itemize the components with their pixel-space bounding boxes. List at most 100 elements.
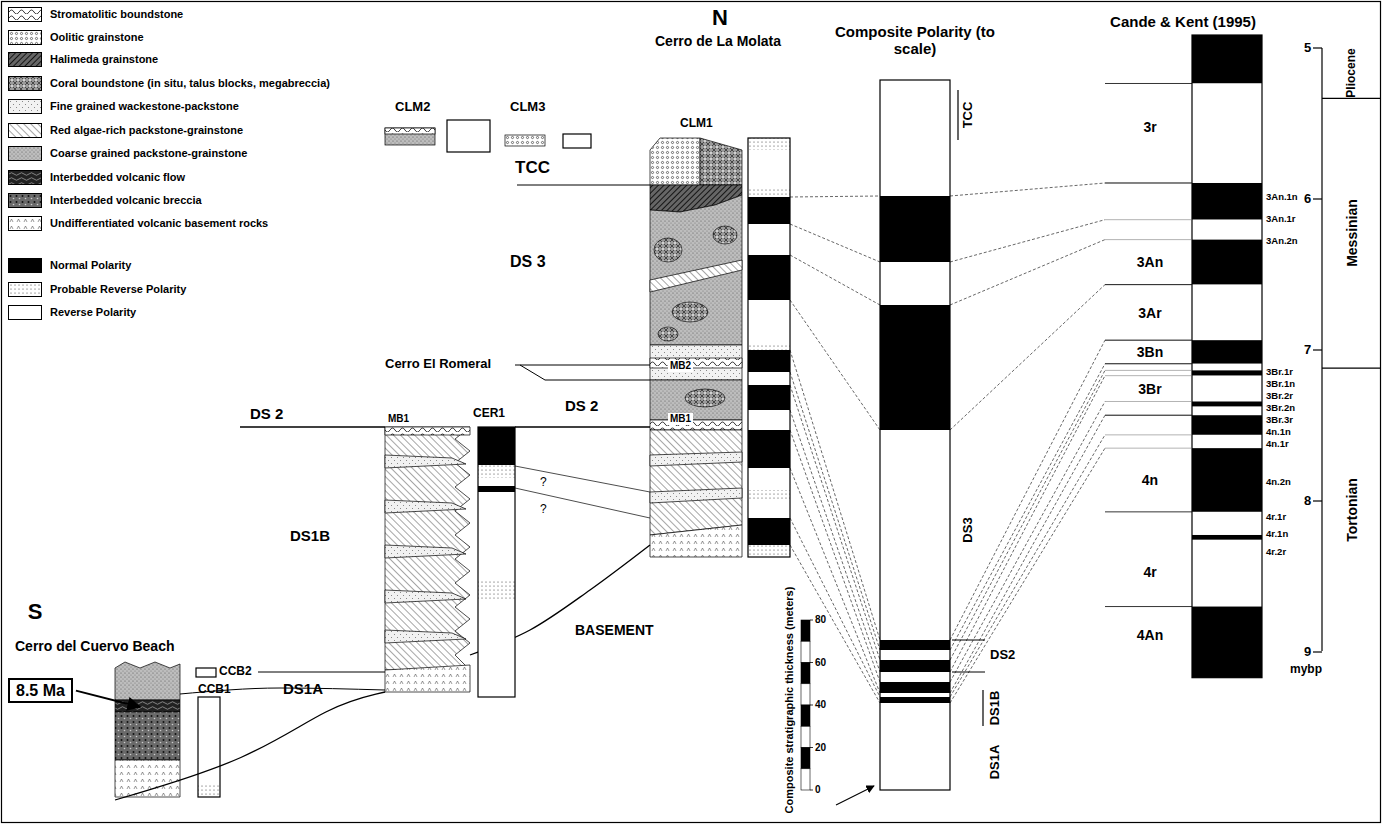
- legend-pattern: [9, 53, 42, 67]
- label-text: DS1A: [283, 680, 323, 697]
- label-text: DS 3: [510, 253, 546, 271]
- label-text: 4r.2r: [1266, 547, 1286, 558]
- epoch-boundary: [1322, 98, 1380, 99]
- timescale-column-interval: [1192, 183, 1262, 220]
- coarse-unit: [650, 380, 742, 420]
- legend-text: Coarse grained packstone-grainstone: [50, 147, 247, 160]
- date-text: 8.5 Ma: [16, 682, 65, 699]
- chron-boundary: [1105, 182, 1192, 183]
- label-text: Pliocene: [1345, 48, 1359, 97]
- epoch-boundary: [1322, 368, 1380, 369]
- timescale-column-interval: [1192, 535, 1262, 540]
- scale-segment: [801, 769, 810, 790]
- timescale-column-interval: [1192, 364, 1262, 371]
- scale-segment: [801, 620, 810, 641]
- polarity-column-interval: [748, 138, 790, 150]
- polarity-box: [196, 668, 216, 677]
- label-text: Cande & Kent (1995): [1110, 13, 1256, 30]
- coral-unit: [700, 138, 742, 185]
- label-text: 3Ar: [1138, 305, 1161, 321]
- chron-boundary: [1105, 606, 1192, 607]
- label-text: ?: [540, 476, 547, 490]
- coral-block: [713, 226, 737, 244]
- coarse-unit: [115, 662, 180, 700]
- label-text: BASEMENT: [575, 622, 654, 638]
- polarity-column-interval: [478, 580, 515, 600]
- label-text: CLM2: [395, 100, 430, 115]
- polarity-column-interval: [748, 372, 790, 385]
- label-text: TCC: [515, 158, 550, 178]
- composite-polarity-column-interval: [880, 640, 950, 650]
- oolitic-unit: [650, 138, 700, 185]
- label-text: N: [712, 5, 728, 30]
- composite-polarity-column: [880, 80, 950, 790]
- polarity-column-interval: [748, 197, 790, 224]
- correlation-line: [790, 255, 880, 305]
- red-algae-lens: [650, 260, 742, 292]
- legend-swatch: [8, 258, 42, 273]
- label-text: 8: [1304, 494, 1311, 509]
- legend-pattern-fill: [9, 194, 42, 208]
- correlation-line: [1105, 448, 1192, 449]
- label-text: CLM3: [510, 100, 545, 115]
- label-text: 6: [1304, 192, 1311, 207]
- correlation-line: [790, 372, 880, 650]
- legend-swatch: [8, 123, 42, 138]
- label-text: MB1: [668, 413, 693, 425]
- timescale-column-interval: [1192, 83, 1262, 183]
- correlation-line: [790, 410, 880, 672]
- coral-block: [658, 327, 678, 341]
- label-text: DS 2: [565, 397, 598, 414]
- timescale-column-interval: [1192, 435, 1262, 448]
- scale-segment: [801, 748, 810, 769]
- stromatolite-band: [650, 420, 742, 430]
- timescale-column-interval: [1192, 285, 1262, 341]
- legend-text: Oolitic grainstone: [50, 31, 144, 44]
- coarse-unit: [650, 195, 742, 345]
- label-text: 4n.2n: [1266, 477, 1291, 488]
- timescale-column-interval: [1192, 607, 1262, 678]
- correlation-line: [1105, 219, 1192, 220]
- polarity-column-interval: [748, 468, 790, 490]
- polarity-column-interval: [748, 545, 790, 557]
- label-text: DS1B: [988, 691, 1003, 726]
- legend-swatch: [8, 52, 42, 67]
- label-text: 0: [815, 784, 821, 796]
- legend-swatch: [8, 305, 42, 320]
- legend-pattern-fill: [9, 171, 42, 185]
- legend-text: Normal Polarity: [50, 259, 131, 272]
- label-text: Cerro El Romeral: [385, 357, 491, 372]
- label-text: 3Br.2n: [1266, 403, 1295, 414]
- correlation-line: [1105, 434, 1192, 435]
- uncertain-correlation: [515, 466, 650, 492]
- volcanic-breccia: [115, 712, 180, 760]
- legend-text: Fine grained wackestone-packstone: [50, 100, 239, 113]
- scale-segment: [801, 663, 810, 684]
- legend-text: Undifferentiated volcanic basement rocks: [50, 217, 268, 230]
- fine-unit: [650, 452, 742, 466]
- correlation-line: [790, 300, 880, 430]
- correlation-line: [950, 415, 1105, 693]
- timescale-column-interval: [1192, 512, 1262, 535]
- correlation-line: [950, 370, 1105, 660]
- sequence-boundary: [258, 672, 385, 673]
- timescale-column-interval: [1192, 340, 1262, 364]
- scale-tick: [810, 790, 813, 791]
- legend-swatch: [8, 7, 42, 22]
- correlation-line: [790, 545, 880, 703]
- correlation-line: [950, 364, 1105, 650]
- composite-polarity-column-interval: [880, 672, 950, 682]
- label-text: DS 2: [250, 405, 283, 422]
- polarity-column-interval: [478, 600, 515, 697]
- correlation-line: [950, 285, 1105, 430]
- polarity-column-interval: [748, 350, 790, 372]
- legend-pattern-fill: [9, 147, 42, 161]
- fine-unit: [385, 500, 466, 513]
- polarity-column-interval: [748, 224, 790, 255]
- composite-polarity-column-interval: [880, 697, 950, 703]
- basement-unit: [385, 665, 470, 692]
- fine-unit: [385, 455, 466, 468]
- chron-boundary: [1105, 284, 1192, 285]
- axis-tick: [1313, 198, 1322, 199]
